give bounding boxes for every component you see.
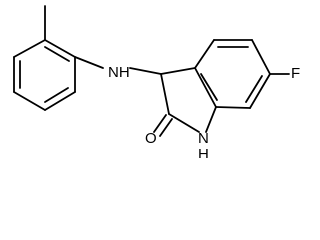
bond-inner-c3a-c7a bbox=[200, 73, 218, 101]
amine-nh-label: NH bbox=[108, 64, 130, 81]
bond-tolyl-inner-2 bbox=[44, 87, 69, 103]
bond-tolyl-c4-c5 bbox=[13, 91, 46, 111]
molecular-structure-diagram: NH F O N H bbox=[13, 5, 300, 158]
lactam-h-label: H bbox=[198, 146, 209, 158]
bond-c3a-c7a bbox=[194, 67, 217, 108]
bond-nh-to-c3 bbox=[129, 67, 162, 75]
bond-tolyl-c6-c1 bbox=[13, 39, 46, 58]
indolinone-core bbox=[153, 39, 290, 137]
bond-tolyl-c3-c4 bbox=[44, 91, 76, 111]
bond-c3-c3a bbox=[160, 67, 196, 75]
bond-c5-c6 bbox=[251, 39, 271, 75]
bond-inner-c6-c7 bbox=[245, 75, 263, 103]
bond-c7-c7a bbox=[215, 106, 251, 109]
fluorine-label: F bbox=[291, 65, 300, 82]
lactam-n-label: N bbox=[198, 130, 209, 147]
bond-tolyl-c1-c2 bbox=[44, 39, 76, 58]
oxygen-label: O bbox=[145, 130, 157, 147]
bond-n1-c7a bbox=[205, 106, 217, 133]
bond-c2-n1 bbox=[168, 113, 200, 133]
bond-carbonyl-2 bbox=[159, 118, 173, 137]
bond-c3a-c4 bbox=[194, 39, 215, 69]
bond-c3-c2 bbox=[160, 73, 170, 115]
bond-carbonyl-1 bbox=[153, 114, 167, 133]
bond-tolyl-inner-1 bbox=[44, 46, 70, 62]
bond-tolyl-to-nh bbox=[74, 56, 104, 69]
bond-c6-c7 bbox=[249, 73, 271, 109]
tolyl-ring bbox=[13, 5, 104, 111]
